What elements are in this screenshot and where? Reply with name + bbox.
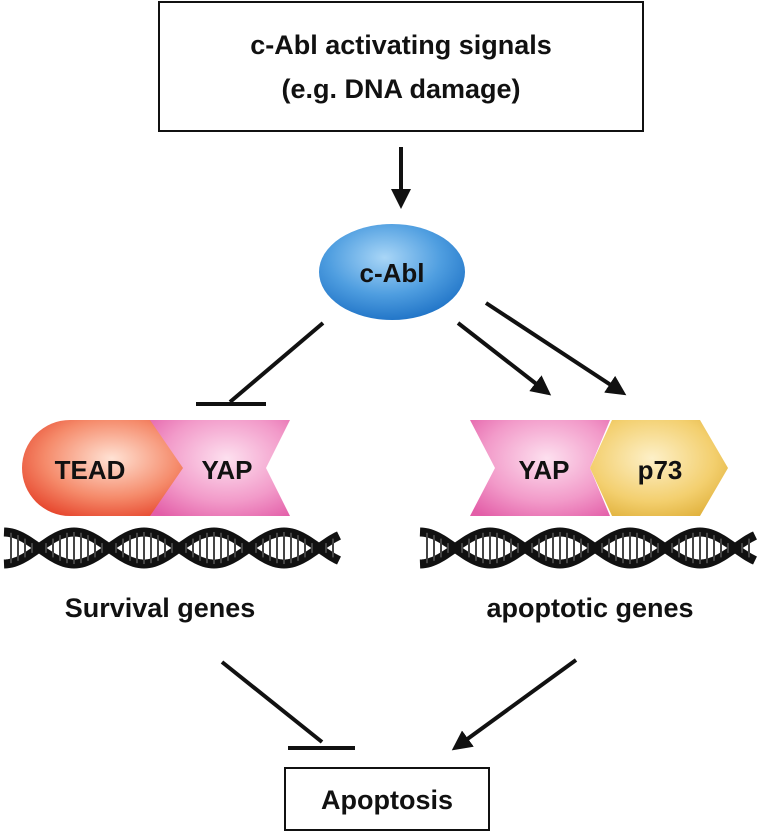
survival-genes-label: Survival genes [65,593,256,623]
cabl-node [319,224,465,320]
tead-label: TEAD [55,455,126,485]
p73-label: p73 [638,455,683,485]
yap-shape-right [470,420,610,516]
apoptotic-genes-label: apoptotic genes [486,593,693,623]
apoptosis-box [284,767,490,831]
inhibit-survival-to-apoptosis [220,660,324,744]
yap-shape-left [150,420,290,516]
yap-label-right: YAP [518,455,569,485]
yap-label-left: YAP [201,455,252,485]
dna-rungs-left [3,527,341,569]
arrow-cabl-to-yap [456,321,552,396]
arrow-apoptotic-to-apoptosis [451,658,578,751]
signal-box-line2: (e.g. DNA damage) [281,74,520,104]
tead-shape [22,420,185,516]
arrow-cabl-to-p73 [484,301,627,396]
dna-rungs-right [419,527,757,569]
apoptosis-label: Apoptosis [321,785,453,815]
signal-box-line1: c-Abl activating signals [250,30,552,60]
cabl-label: c-Abl [360,258,425,288]
inhibit-cabl-to-tead-yap [228,321,325,404]
p73-shape [590,420,728,516]
signal-box [158,1,644,132]
